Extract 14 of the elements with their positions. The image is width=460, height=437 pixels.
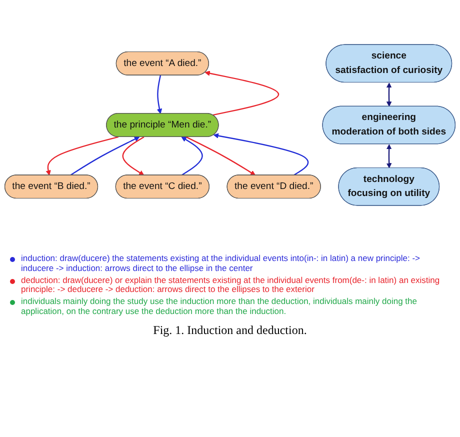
arrow [386, 144, 392, 168]
arrow [204, 70, 280, 116]
arrow [213, 133, 309, 176]
arrow [156, 75, 162, 114]
arrow [70, 136, 140, 176]
legend-text: deduction: draw(ducere) or explain the statements existing at the individual events from(de-: in latin) an existing principle: -> deducere -> deduction: arrows direct to the ellipses to the exterior [21, 276, 441, 296]
arrow [46, 136, 119, 176]
legend-text: individuals mainly doing the study use the induction more than the deduction, individuals mainly doing the application, on the contrary use the deduction more than the induction. [21, 297, 418, 317]
arrow [122, 136, 144, 176]
arrow [181, 136, 203, 176]
legend-text: induction: draw(ducere) the statements existing at the individual events into(in-: in latin) a new principle: -> inducere -> induction: arrows direct to the ellipse in the center [21, 254, 421, 274]
arrow [186, 136, 256, 176]
figure-caption: Fig. 1. Induction and deduction. [152, 322, 308, 338]
arrow [386, 82, 392, 107]
